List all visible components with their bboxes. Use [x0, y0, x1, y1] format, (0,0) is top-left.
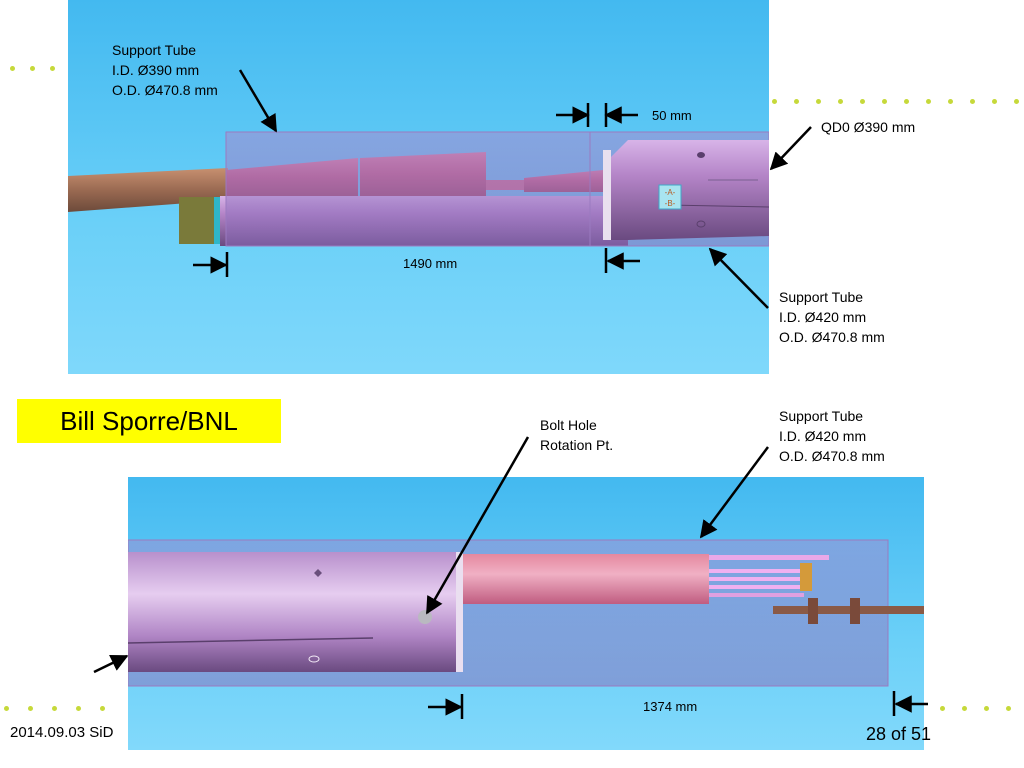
- leader-qd0: [769, 126, 812, 171]
- dotted-line-bottom-right: [940, 706, 1024, 712]
- length-bottom-label: 1374 mm: [643, 699, 698, 714]
- beam-pipe-right: [773, 606, 924, 614]
- support-tube-label-bottom: Support Tube I.D. Ø420 mm O.D. Ø470.8 mm: [779, 406, 885, 466]
- bolt-hole: [418, 610, 432, 624]
- bolt-hole-line2: Rotation Pt.: [540, 437, 614, 453]
- author-credit: Bill Sporre/BNL: [17, 399, 281, 443]
- cad-render-top: -A- -B-: [68, 0, 769, 374]
- bolt-hole-label: Bolt Hole Rotation Pt.: [540, 415, 613, 455]
- leader-tube-end: [93, 654, 129, 674]
- gap-dimension-label: 50 mm: [652, 108, 692, 123]
- footer-date: 2014.09.03 SiD: [10, 724, 114, 741]
- support-tube-label-top-right: Support Tube I.D. Ø420 mm O.D. Ø470.8 mm: [779, 287, 885, 347]
- support-tube-id: I.D. Ø390 mm: [112, 62, 200, 78]
- support-tube-title: Support Tube: [779, 408, 864, 424]
- support-tube-label-top-left: Support Tube I.D. Ø390 mm O.D. Ø470.8 mm: [112, 40, 218, 100]
- dotted-line-top-right: [772, 99, 1022, 105]
- support-tube-title: Support Tube: [112, 42, 197, 58]
- qd0-label: QD0 Ø390 mm: [821, 119, 916, 135]
- support-tube-id: I.D. Ø420 mm: [779, 309, 867, 325]
- flange: [179, 197, 217, 244]
- dotted-line-top-left: [10, 66, 70, 72]
- support-tube-id: I.D. Ø420 mm: [779, 428, 867, 444]
- cad-model-bottom: [128, 539, 924, 687]
- support-tube-od: O.D. Ø470.8 mm: [112, 82, 218, 98]
- support-tube-od: O.D. Ø470.8 mm: [779, 448, 885, 464]
- section-tag-b: -B-: [665, 199, 676, 208]
- cad-model-top: -A- -B-: [68, 131, 769, 247]
- pink-section: [463, 554, 709, 604]
- page-number: 28 of 51: [866, 724, 932, 744]
- section-tag-a: -A-: [665, 188, 676, 197]
- outer-cylinder: [128, 552, 458, 672]
- dotted-line-bottom-left: [4, 706, 128, 712]
- cad-render-bottom: [128, 477, 924, 750]
- support-tube-od: O.D. Ø470.8 mm: [779, 329, 885, 345]
- qd0-magnet: [608, 140, 769, 240]
- support-tube-title: Support Tube: [779, 289, 864, 305]
- bolt-hole-line1: Bolt Hole: [540, 417, 597, 433]
- length-top-label: 1490 mm: [403, 256, 458, 271]
- section-tag-box: [658, 184, 682, 210]
